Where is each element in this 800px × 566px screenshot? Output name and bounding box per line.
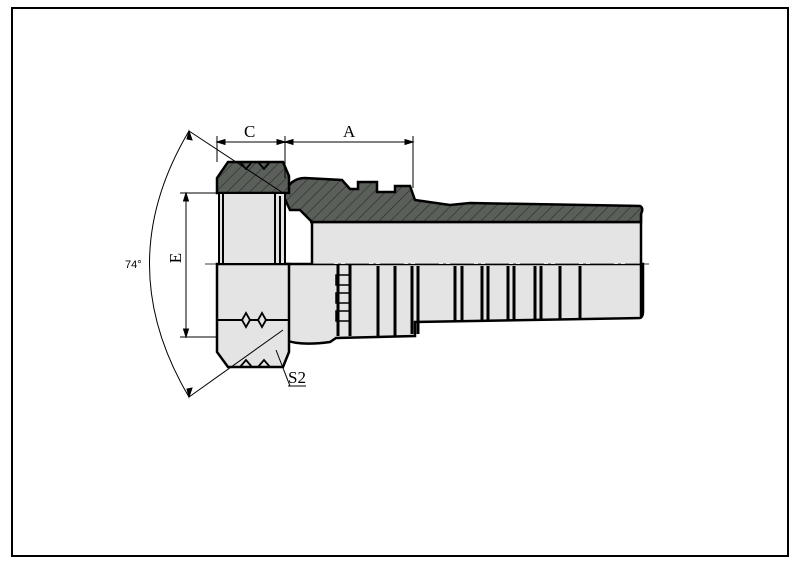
angle-label: 74° xyxy=(125,259,142,271)
dimension-c-label: C xyxy=(244,122,255,141)
hose-tail xyxy=(281,176,645,345)
hex-nut xyxy=(215,160,291,369)
dimension-e-label: E xyxy=(166,253,185,263)
dimension-lines xyxy=(149,129,415,399)
drawing-frame xyxy=(11,7,789,557)
dimension-s2-label: S2 xyxy=(288,368,306,387)
dimension-a-label: A xyxy=(343,122,356,141)
